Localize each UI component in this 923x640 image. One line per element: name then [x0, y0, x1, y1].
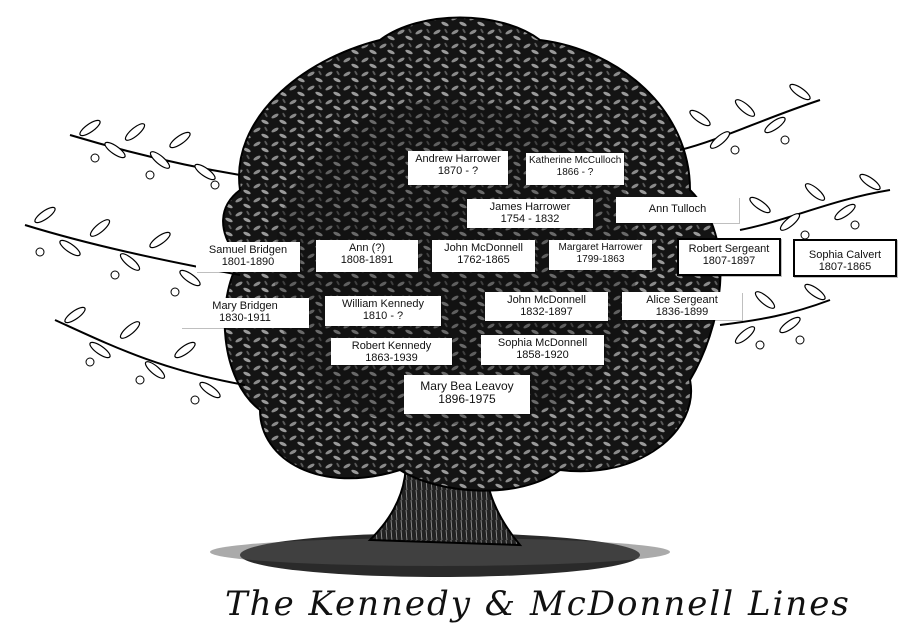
person-mary-bridgen: Mary Bridgen 1830-1911 — [181, 298, 309, 328]
person-dates: 1832-1897 — [520, 306, 573, 318]
person-name: Robert Kennedy — [351, 340, 432, 352]
person-dates: 1896-1975 — [438, 392, 496, 406]
person-name: William Kennedy — [342, 298, 424, 310]
person-dates: 1830-1911 — [219, 312, 271, 324]
person-james-harrower: James Harrower 1754 - 1832 — [467, 199, 593, 228]
person-robert-sergeant: Robert Sergeant 1807-1897 — [677, 238, 781, 276]
person-dates: 1836-1899 — [655, 306, 709, 318]
person-name: Ann (?) — [348, 242, 386, 254]
person-name: Mary Bridgen — [212, 300, 278, 312]
person-mary-bea-leavoy: Mary Bea Leavoy 1896-1975 — [404, 375, 530, 414]
person-name: John McDonnell — [444, 242, 523, 254]
person-sophia-calvert: Sophia Calvert 1807-1865 — [793, 239, 897, 277]
person-dates: 1807-1897 — [702, 255, 756, 267]
person-name: Alice Sergeant — [646, 294, 718, 306]
person-name: Margaret Harrower — [558, 242, 643, 253]
person-dates: 1866 - ? — [556, 167, 594, 178]
person-dates: 1808-1891 — [340, 254, 394, 266]
person-name: Ann Tulloch — [648, 203, 707, 215]
person-andrew-harrower: Andrew Harrower 1870 - ? — [408, 151, 508, 185]
branch-leaves — [34, 83, 881, 399]
person-alice-sergeant: Alice Sergeant 1836-1899 — [622, 292, 742, 320]
person-dates: 1858-1920 — [516, 349, 569, 361]
person-name: John McDonnell — [507, 294, 586, 306]
person-name: Sophia Calvert — [808, 249, 882, 261]
person-william-kennedy: William Kennedy 1810 - ? — [325, 296, 441, 326]
person-dates: 1754 - 1832 — [500, 213, 560, 225]
person-name: Katherine McCulloch — [529, 155, 622, 166]
person-dates: 1810 - ? — [362, 310, 404, 322]
person-john-mcdonnell-1762: John McDonnell 1762-1865 — [432, 240, 535, 272]
person-samuel-bridgen: Samuel Bridgen 1801-1890 — [196, 242, 300, 272]
person-name: Samuel Bridgen — [208, 244, 288, 256]
person-name: Andrew Harrower — [415, 153, 501, 165]
person-katherine-mcculloch: Katherine McCulloch 1866 - ? — [526, 153, 624, 185]
person-robert-kennedy: Robert Kennedy 1863-1939 — [331, 338, 452, 365]
person-dates: 1863-1939 — [365, 352, 418, 364]
person-margaret-harrower: Margaret Harrower 1799-1863 — [549, 240, 652, 270]
diagram-caption: The Kennedy & McDonnell Lines — [225, 584, 851, 624]
person-name: Sophia McDonnell — [497, 337, 588, 349]
person-dates: 1799-1863 — [576, 254, 625, 265]
person-john-mcdonnell-1832: John McDonnell 1832-1897 — [485, 292, 608, 321]
person-name: Robert Sergeant — [688, 243, 770, 255]
person-name: James Harrower — [489, 201, 571, 213]
person-ann-tulloch: Ann Tulloch — [616, 197, 739, 223]
ground-shadow — [210, 533, 670, 577]
person-dates: 1801-1890 — [221, 256, 275, 268]
branch-berries — [35, 135, 860, 405]
person-sophia-mcdonnell: Sophia McDonnell 1858-1920 — [481, 335, 604, 365]
person-dates: 1870 - ? — [437, 165, 479, 177]
person-ann-unknown: Ann (?) 1808-1891 — [316, 240, 418, 272]
person-name: Mary Bea Leavoy — [420, 379, 514, 393]
person-dates: 1807-1865 — [818, 261, 872, 273]
right-branches — [679, 99, 891, 326]
person-dates: 1762-1865 — [457, 254, 510, 266]
